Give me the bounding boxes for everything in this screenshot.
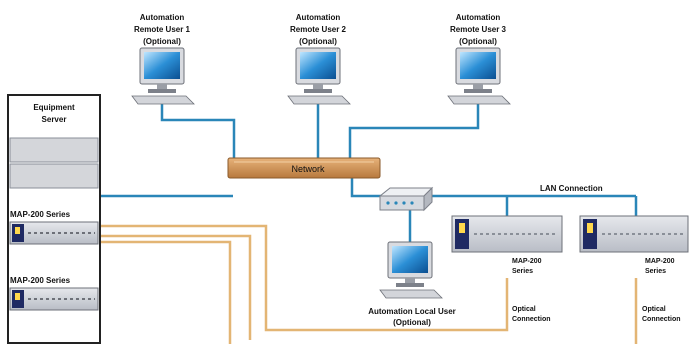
lan-link-network-switch xyxy=(350,178,388,198)
remote-user-3-name2: Remote User 3 xyxy=(450,25,507,34)
server-title-line1: Equipment xyxy=(33,103,75,112)
map-unit-1-optical: Optical xyxy=(512,306,536,313)
lan-link-user1 xyxy=(160,98,236,158)
map-unit-1-connection: Connection xyxy=(512,316,551,323)
network-switch xyxy=(378,186,434,212)
local-user-note: (Optional) xyxy=(393,318,431,327)
network-bar: Network xyxy=(227,157,381,179)
remote-user-2: Automation Remote User 2 (Optional) xyxy=(287,13,351,105)
map-unit-2-optical: Optical xyxy=(642,306,666,313)
map-unit-2-series: Series xyxy=(645,268,666,275)
map-unit-2-connection: Connection xyxy=(642,316,681,323)
remote-user-2-name: Automation xyxy=(296,13,341,22)
remote-user-1-name2: Remote User 1 xyxy=(134,25,191,34)
optical-link-2 xyxy=(98,234,252,340)
map-unit-1-series: Series xyxy=(512,268,533,275)
monitor-icon xyxy=(131,47,195,105)
lan-link-user3 xyxy=(348,98,480,158)
lan-connections xyxy=(98,98,638,242)
remote-user-2-name2: Remote User 2 xyxy=(290,25,347,34)
monitor-icon xyxy=(447,47,511,105)
local-user-name: Automation Local User xyxy=(368,307,456,316)
optical-link-1 xyxy=(98,224,509,332)
optical-link-3 xyxy=(98,240,232,344)
rack-unit-2: MAP-200 Series xyxy=(9,276,99,311)
map-unit-2: MAP-200 Series Optical Connection xyxy=(579,215,689,323)
monitor-icon xyxy=(287,47,351,105)
map-unit-1-model: MAP-200 xyxy=(512,258,542,265)
lan-connection-label: LAN Connection xyxy=(540,184,603,193)
network-label: Network xyxy=(291,164,325,174)
local-user: Automation Local User (Optional) xyxy=(368,241,456,327)
remote-user-3-name: Automation xyxy=(456,13,501,22)
remote-user-1: Automation Remote User 1 (Optional) xyxy=(131,13,195,105)
rack-unit-1-label: MAP-200 Series xyxy=(10,210,71,219)
rack-unit-1: MAP-200 Series xyxy=(9,210,99,245)
monitor-icon xyxy=(379,241,443,299)
map-unit-2-model: MAP-200 xyxy=(645,258,675,265)
remote-user-1-name: Automation xyxy=(140,13,185,22)
optical-connections xyxy=(98,224,638,344)
remote-user-3-note: (Optional) xyxy=(459,37,497,46)
server-title-line2: Server xyxy=(42,115,67,124)
remote-user-1-note: (Optional) xyxy=(143,37,181,46)
remote-user-3: Automation Remote User 3 (Optional) xyxy=(447,13,511,105)
rack-unit-2-label: MAP-200 Series xyxy=(10,276,71,285)
remote-user-2-note: (Optional) xyxy=(299,37,337,46)
map-unit-1: MAP-200 Series Optical Connection xyxy=(451,215,563,323)
